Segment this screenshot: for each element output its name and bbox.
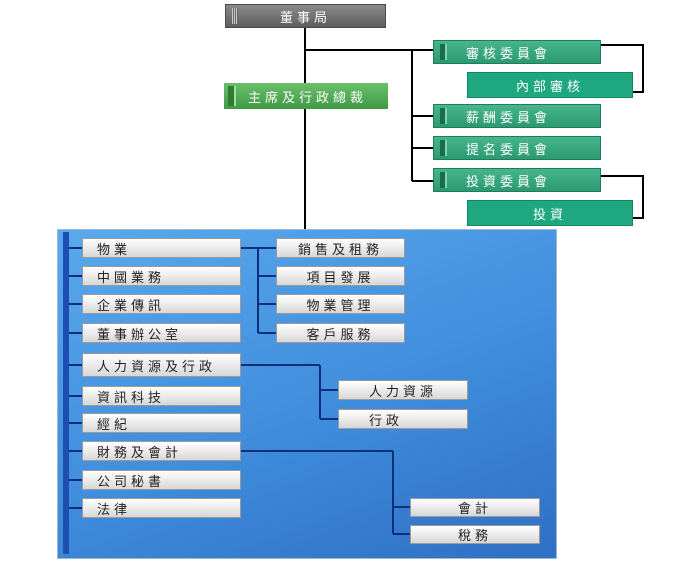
committee-label: 提名委員會 [466, 142, 552, 158]
unit-label: 物業管理 [306, 298, 375, 314]
audit-committee: 審核委員會 [433, 40, 601, 64]
dept-corporate-comms: 企業傳訊 [82, 294, 241, 314]
investment-committee: 投資委員會 [433, 168, 601, 192]
dept-company-secretary: 公司秘書 [82, 470, 241, 490]
unit-customer-service: 客戶服務 [276, 323, 405, 343]
dept-label: 中國業務 [97, 270, 166, 286]
dept-label: 財務及會計 [97, 445, 183, 461]
unit-label: 項目發展 [306, 270, 375, 286]
chairman-box: 主席及行政總裁 [224, 83, 388, 109]
dept-label: 法律 [97, 502, 132, 518]
dept-label: 公司秘書 [97, 474, 166, 490]
unit-project-development: 項目發展 [276, 266, 405, 286]
dept-label: 董事辦公室 [97, 327, 183, 343]
unit-sales-leasing: 銷售及租務 [276, 238, 405, 258]
committee-label: 審核委員會 [466, 46, 552, 62]
remuneration-committee: 薪酬委員會 [433, 104, 601, 128]
unit-property-management: 物業管理 [276, 294, 405, 314]
dept-china-business: 中國業務 [82, 266, 241, 286]
unit-human-resources: 人力資源 [338, 380, 468, 400]
dept-it: 資訊科技 [82, 386, 241, 406]
nomination-committee: 提名委員會 [433, 136, 601, 160]
unit-label: 客戶服務 [306, 327, 375, 343]
unit-label: 會計 [457, 502, 492, 517]
dept-hr-admin: 人力資源及行政 [82, 353, 241, 377]
dept-finance-accounting: 財務及會計 [82, 441, 241, 461]
unit-accounting: 會計 [410, 498, 540, 517]
unit-label: 人力資源 [369, 384, 438, 400]
unit-label: 銷售及租務 [297, 242, 383, 258]
board-box: 董事局 [225, 4, 386, 28]
dept-label: 資訊科技 [97, 390, 166, 406]
unit-label: 行政 [369, 413, 404, 429]
dept-label: 物業 [97, 242, 132, 258]
committee-bar-decoration [440, 108, 445, 124]
sub-label: 投資 [532, 207, 567, 223]
board-bar-decoration [232, 8, 238, 24]
committee-bar-decoration [440, 44, 445, 60]
dept-legal: 法律 [82, 498, 241, 518]
dept-brokerage: 經紀 [82, 413, 241, 433]
dept-label: 人力資源及行政 [97, 359, 217, 375]
chairman-label: 主席及行政總裁 [248, 90, 368, 106]
internal-audit-box: 內部審核 [467, 72, 633, 98]
committee-bar-decoration [440, 172, 445, 188]
panel-rail [63, 232, 69, 554]
dept-property: 物業 [82, 238, 241, 258]
board-label: 董事局 [279, 10, 331, 26]
unit-administration: 行政 [338, 409, 468, 429]
unit-label: 稅務 [457, 529, 492, 544]
chairman-bar-decoration [228, 86, 234, 106]
dept-label: 企業傳訊 [97, 298, 166, 314]
unit-taxation: 稅務 [410, 525, 540, 544]
committee-label: 投資委員會 [466, 174, 552, 190]
sub-label: 內部審核 [515, 79, 584, 95]
committee-label: 薪酬委員會 [466, 110, 552, 126]
dept-board-office: 董事辦公室 [82, 323, 241, 343]
committee-bar-decoration [440, 140, 445, 156]
investment-box: 投資 [467, 200, 633, 226]
dept-label: 經紀 [97, 417, 132, 433]
